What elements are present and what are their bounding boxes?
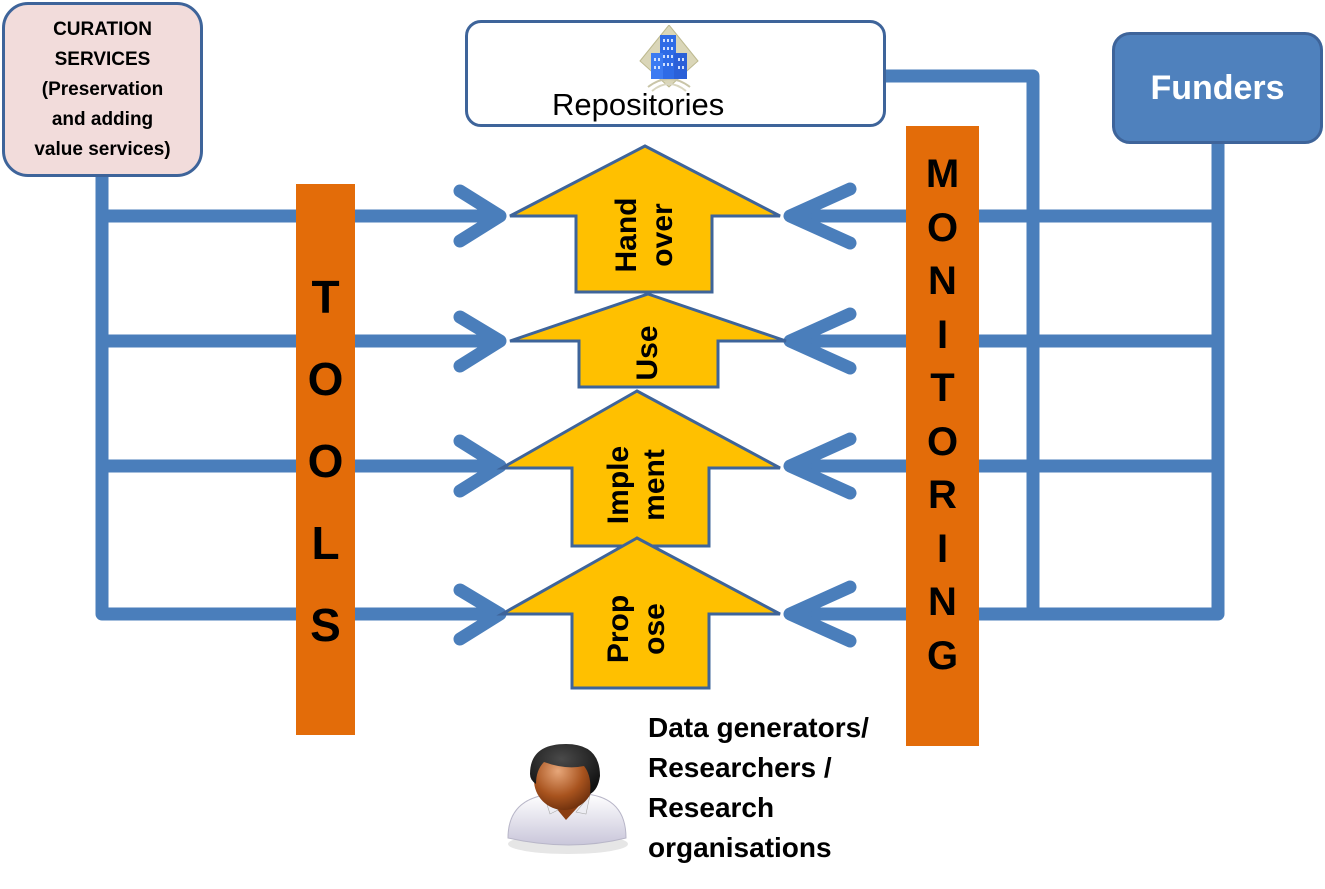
arrowhead-right-implement [453, 434, 507, 498]
monitoring-letter: R [928, 473, 957, 517]
arrowhead-left-handover [783, 182, 857, 250]
monitoring-letter: G [926, 633, 959, 678]
curation-connector [95, 170, 307, 621]
curation-line: (Preservation [41, 78, 164, 100]
actors-line: organisations [648, 832, 832, 863]
funders-connector [968, 137, 1225, 621]
monitoring-letter: I [936, 312, 949, 357]
stage-label-line: ment [638, 448, 671, 521]
tools-letter: S [310, 599, 341, 651]
stage-label-line: Prop [602, 594, 635, 664]
actors-line: Research [648, 792, 775, 823]
monitoring-letter: N [928, 580, 957, 624]
arrowhead-left-use [783, 307, 857, 375]
curation-line: value services) [34, 138, 171, 160]
funders-label: Funders [1150, 68, 1285, 107]
monitoring-bar: M O N I T O R I N G [906, 126, 979, 746]
tools-bar: T O O L S [296, 184, 355, 735]
curation-services-box: CURATION SERVICES (Preservation and addi… [2, 2, 203, 177]
monitoring-letter: M [925, 152, 960, 196]
monitoring-letter: N [928, 259, 957, 303]
tools-letter: O [307, 435, 344, 487]
repositories-box: Repositories [465, 20, 886, 127]
curation-line: and adding [51, 108, 154, 130]
person-icon [507, 744, 628, 854]
arrowhead-left-implement [783, 432, 857, 500]
tools-letter: O [307, 353, 344, 405]
arrowhead-right-use [453, 310, 507, 373]
stage-label-line: ose [638, 603, 671, 655]
arrowhead-right-handover [453, 184, 507, 248]
curation-line: SERVICES [54, 48, 151, 70]
funders-box: Funders [1112, 32, 1323, 144]
actors-label: Data generators/ Researchers / Research … [648, 708, 869, 868]
tools-letter: T [311, 271, 340, 323]
repositories-label: Repositories [552, 87, 725, 122]
monitoring-letter: O [926, 419, 959, 464]
monitoring-letter: O [926, 205, 959, 250]
curation-line: CURATION [53, 18, 152, 40]
actors-line: Researchers / [648, 752, 832, 783]
repositories-connector [879, 69, 1040, 621]
buildings-icon [639, 25, 699, 92]
tools-letter: L [311, 517, 340, 569]
actors-line: Data generators/ [648, 712, 869, 743]
arrowhead-left-propose [783, 580, 857, 648]
monitoring-letter: T [930, 366, 955, 410]
monitoring-letter: I [936, 526, 949, 571]
stage-arrow-use [509, 292, 787, 389]
stage-arrow-propose [496, 536, 781, 690]
stage-arrow-handover [509, 144, 781, 294]
stage-label-line: Imple [602, 445, 635, 524]
